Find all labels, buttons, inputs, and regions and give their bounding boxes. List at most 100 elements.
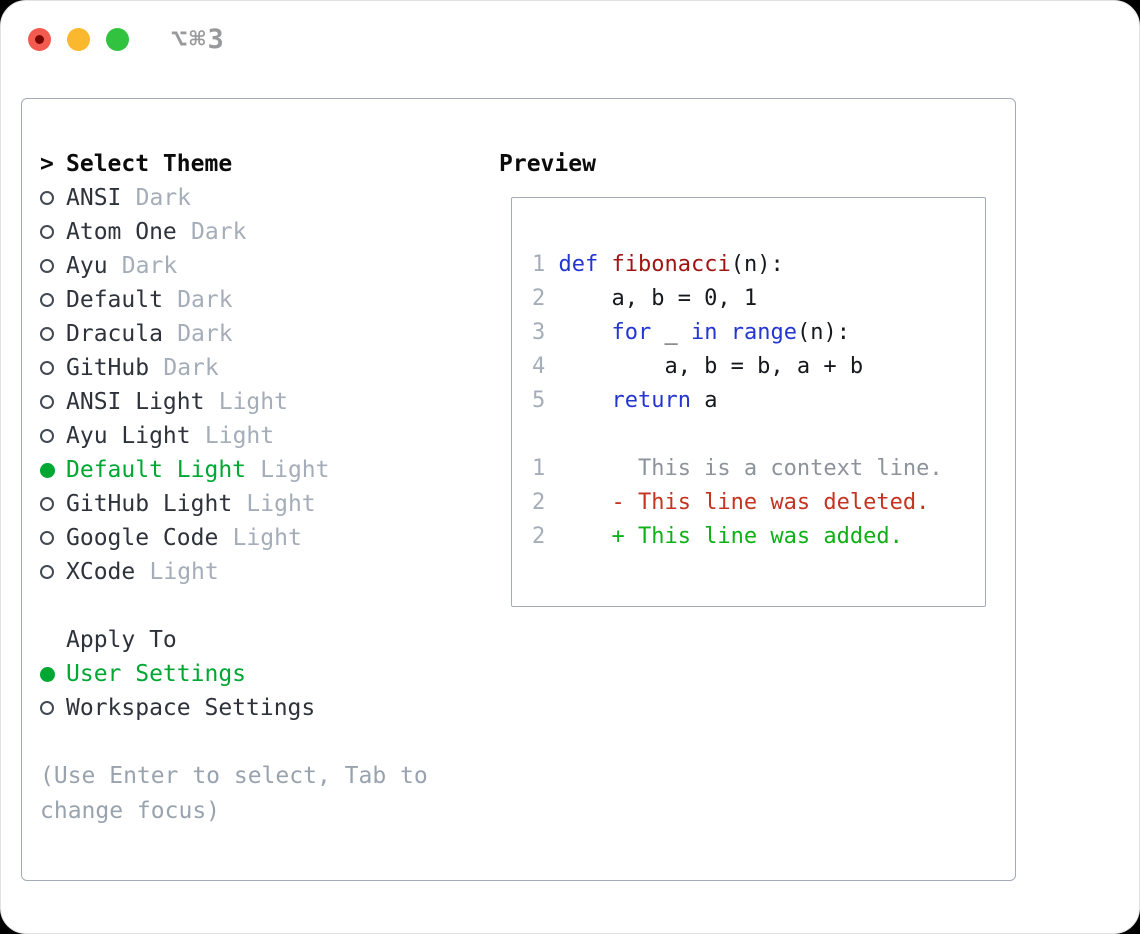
code-line: 2 + This line was added. bbox=[532, 520, 985, 554]
radio-cell bbox=[40, 497, 66, 511]
radio-icon bbox=[40, 259, 54, 273]
radio-icon bbox=[40, 191, 54, 205]
theme-variant: Dark bbox=[121, 253, 178, 279]
code-segment bbox=[717, 320, 730, 345]
code-segment: for bbox=[611, 320, 652, 345]
theme-option[interactable]: ANSI Dark bbox=[40, 181, 495, 215]
radio-icon bbox=[40, 225, 54, 239]
theme-variant: Light bbox=[246, 491, 316, 517]
maximize-button[interactable] bbox=[106, 28, 129, 51]
theme-variant: Dark bbox=[135, 185, 192, 211]
theme-option[interactable]: Dracula Dark bbox=[40, 317, 495, 351]
radio-cell bbox=[40, 531, 66, 545]
radio-icon bbox=[40, 293, 54, 307]
radio-cell bbox=[40, 293, 66, 307]
theme-variant: Light bbox=[232, 525, 302, 551]
code-line: 1 This is a context line. bbox=[532, 452, 985, 486]
code-segment: return bbox=[611, 388, 691, 413]
code-segment: a, b = 0, 1 bbox=[558, 286, 758, 311]
code-segment: a, b = b, a + b bbox=[558, 354, 864, 379]
apply-to-header: Apply To bbox=[40, 623, 495, 657]
code-line: 5 return a bbox=[532, 384, 985, 418]
theme-name: Ayu Light bbox=[66, 423, 191, 449]
radio-icon bbox=[40, 531, 54, 545]
theme-variant: Dark bbox=[177, 287, 233, 313]
theme-variant: Dark bbox=[163, 355, 219, 381]
radio-cell bbox=[40, 361, 66, 375]
window-title: ⌥⌘3 bbox=[171, 24, 226, 55]
radio-icon bbox=[40, 327, 54, 341]
code-segment bbox=[598, 252, 611, 277]
theme-option[interactable]: Default Dark bbox=[40, 283, 495, 317]
radio-icon bbox=[40, 429, 54, 443]
radio-icon bbox=[40, 361, 54, 375]
radio-cell bbox=[40, 327, 66, 341]
theme-option[interactable]: GitHub Dark bbox=[40, 351, 495, 385]
line-number: 2 bbox=[532, 286, 546, 311]
section-gap bbox=[40, 589, 495, 623]
radio-cell bbox=[40, 429, 66, 443]
theme-name: GitHub Light bbox=[66, 491, 233, 517]
radio-icon bbox=[40, 462, 55, 478]
code-line: 3 for _ in range(n): bbox=[532, 316, 985, 350]
theme-name: Default Light bbox=[66, 457, 247, 483]
theme-variant: Light bbox=[204, 423, 275, 449]
code-segment: a bbox=[690, 388, 718, 413]
theme-variant: Dark bbox=[177, 321, 233, 347]
close-button[interactable] bbox=[28, 28, 51, 51]
code-segment bbox=[558, 388, 611, 413]
theme-name: ANSI Light bbox=[66, 389, 205, 415]
line-number: 1 bbox=[532, 456, 546, 481]
radio-icon bbox=[40, 701, 54, 715]
code-segment: in bbox=[690, 320, 718, 345]
theme-name: Dracula bbox=[66, 321, 163, 347]
theme-option[interactable]: ANSI Light Light bbox=[40, 385, 495, 419]
code-segment: (n): bbox=[796, 320, 850, 345]
radio-cell bbox=[40, 565, 66, 579]
theme-variant: Light bbox=[149, 559, 219, 585]
radio-icon bbox=[40, 666, 55, 682]
theme-option[interactable]: Ayu Light Light bbox=[40, 419, 495, 453]
theme-option[interactable]: Google Code Light bbox=[40, 521, 495, 555]
apply-to-label: Apply To bbox=[66, 627, 177, 653]
minimize-button[interactable] bbox=[67, 28, 90, 51]
radio-cell bbox=[40, 462, 66, 478]
radio-icon bbox=[40, 497, 54, 511]
theme-name: ANSI bbox=[66, 185, 122, 211]
code-line bbox=[532, 418, 985, 452]
line-number: 3 bbox=[532, 320, 546, 345]
code-segment: - This line was deleted. bbox=[558, 490, 930, 515]
theme-name: Google Code bbox=[66, 525, 219, 551]
theme-variant: Light bbox=[218, 389, 288, 415]
apply-option[interactable]: User Settings bbox=[40, 657, 495, 691]
theme-name: Default bbox=[66, 287, 163, 313]
code-line: 2 a, b = 0, 1 bbox=[532, 282, 985, 316]
radio-icon bbox=[40, 565, 54, 579]
theme-option[interactable]: Atom One Dark bbox=[40, 215, 495, 249]
hint-line: change focus) bbox=[40, 798, 221, 824]
radio-cell bbox=[40, 225, 66, 239]
keyboard-hint: (Use Enter to select, Tab to change focu… bbox=[40, 759, 495, 829]
code-segment: fibonacci bbox=[611, 252, 731, 277]
line-number: 4 bbox=[532, 354, 546, 379]
code-segment: range bbox=[730, 320, 797, 345]
apply-option-name: User Settings bbox=[66, 661, 247, 687]
record-dot-icon bbox=[35, 35, 44, 44]
line-number: 2 bbox=[532, 524, 546, 549]
theme-option[interactable]: GitHub Light Light bbox=[40, 487, 495, 521]
line-number: 2 bbox=[532, 490, 546, 515]
theme-name: Atom One bbox=[66, 219, 177, 245]
apply-option[interactable]: Workspace Settings bbox=[40, 691, 495, 725]
line-number: 5 bbox=[532, 388, 546, 413]
theme-variant: Dark bbox=[191, 219, 247, 245]
code-segment: _ bbox=[651, 320, 691, 345]
theme-name: GitHub bbox=[66, 355, 150, 381]
